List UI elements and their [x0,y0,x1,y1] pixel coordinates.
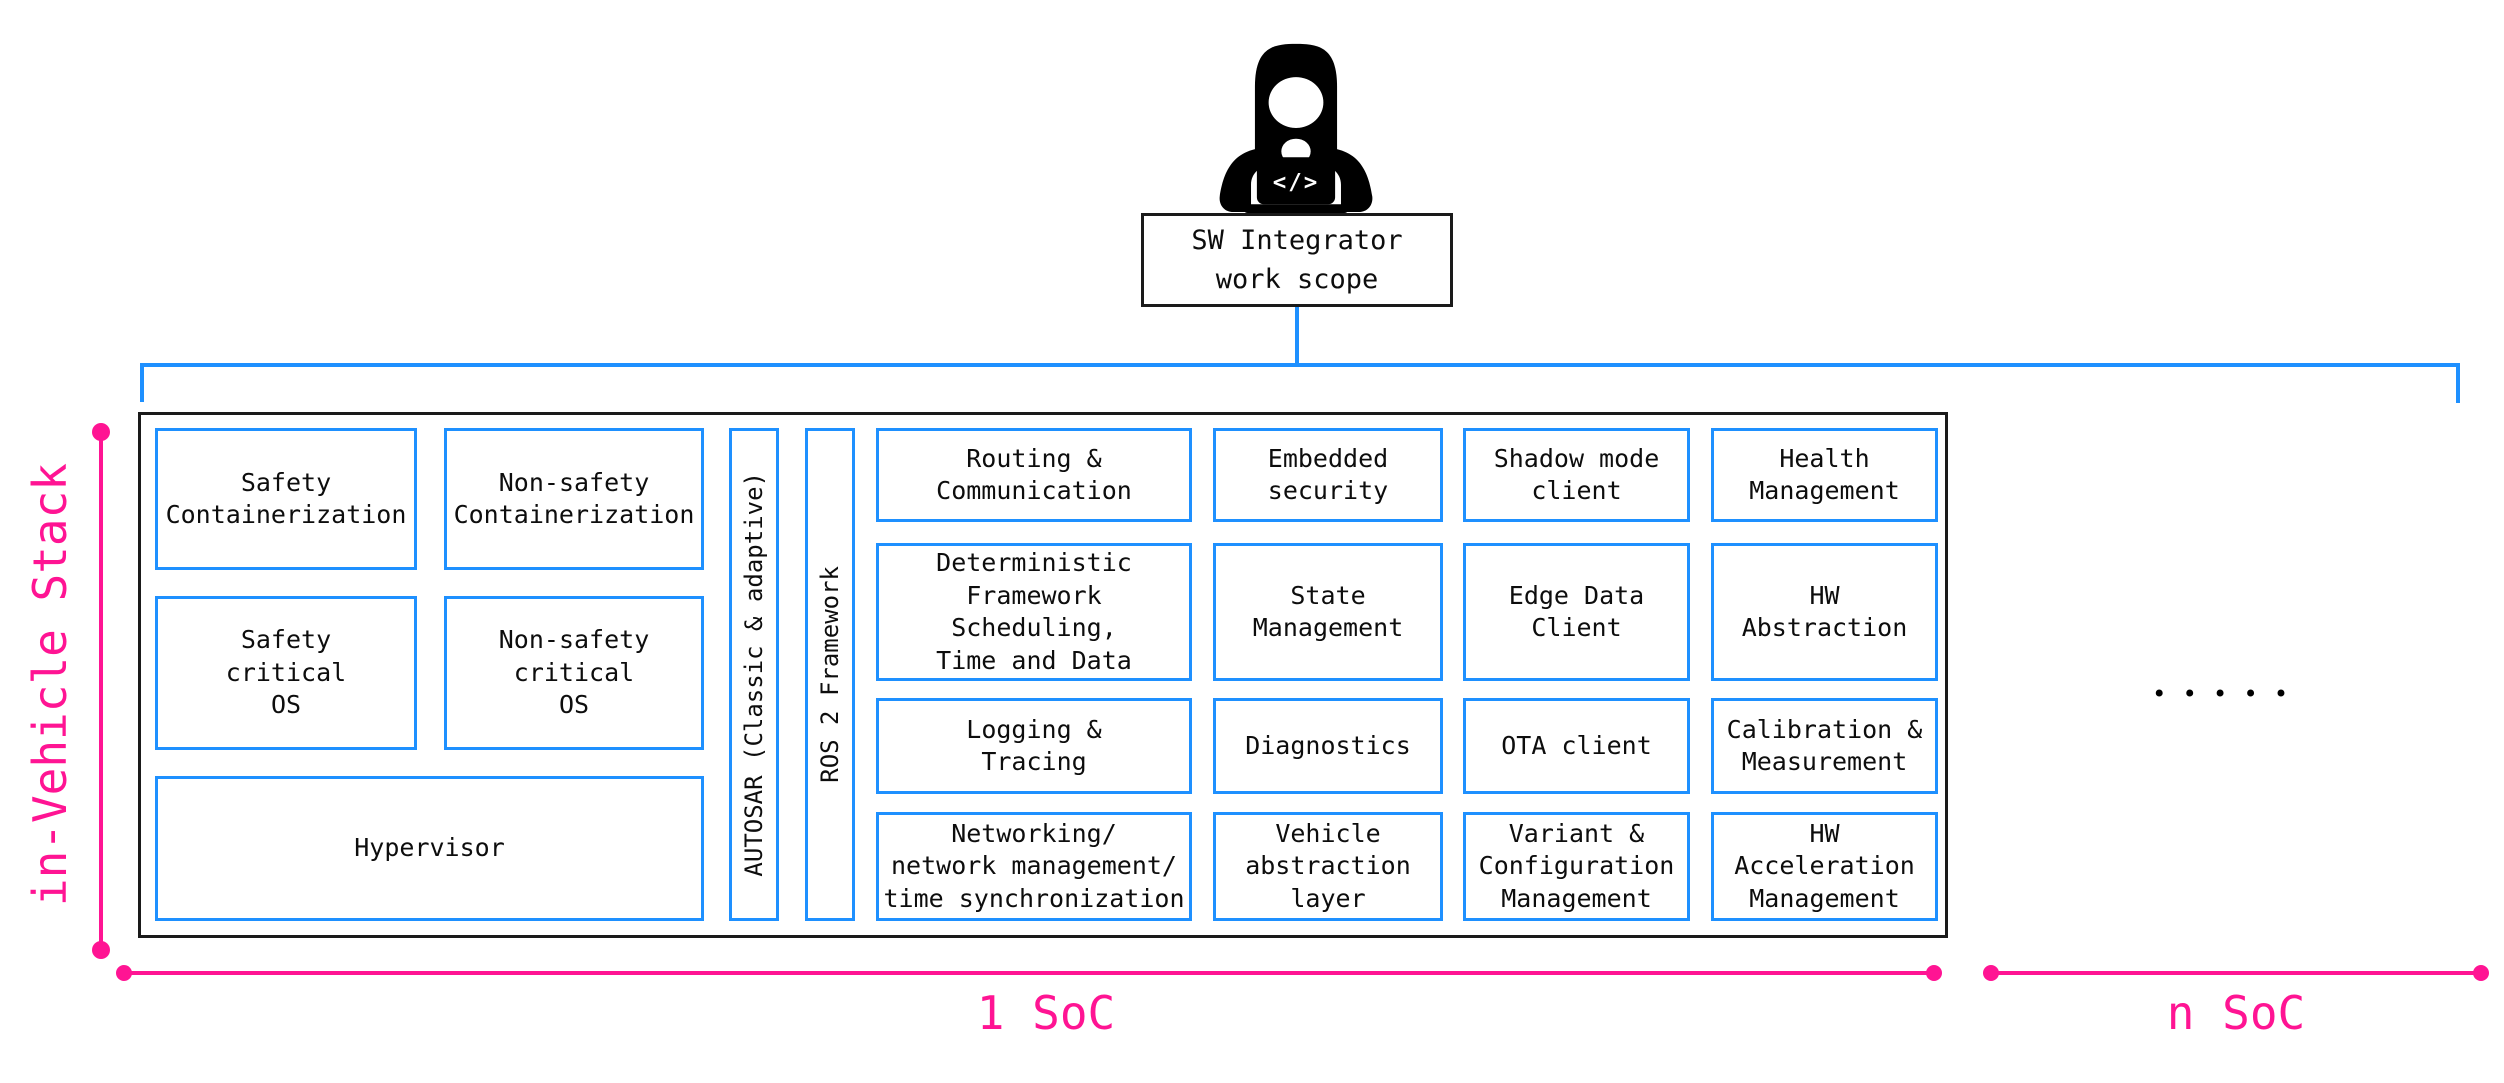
scope-connector-line [1295,307,1299,367]
block-hypervisor: Hypervisor [155,776,704,921]
developer-icon: </> [1219,43,1373,214]
block-health-management: Health Management [1711,428,1938,522]
block-non-safety-critical-os: Non-safety critical OS [444,596,704,750]
socn-dot-right [2473,965,2489,981]
block-hw-abstraction: HW Abstraction [1711,543,1938,681]
block-routing-communication: Routing & Communication [876,428,1192,522]
laptop-icon [1256,157,1336,205]
block-edge-data-client: Edge Data Client [1463,543,1690,681]
bar-autosar: AUTOSAR (Classic & adaptive) [729,428,779,921]
block-diagnostics: Diagnostics [1213,698,1443,794]
laptop-code-glyph: </> [1273,170,1319,196]
block-deterministic-framework: Deterministic Framework Scheduling, Time… [876,543,1192,681]
block-hw-acceleration-management: HW Acceleration Management [1711,812,1938,921]
in-vehicle-stack-label: in-Vehicle Stack [23,463,77,907]
stack-extent-dot-top [92,423,110,441]
sw-integrator-box: SW Integrator work scope [1141,213,1453,307]
soc1-dot-right [1926,965,1942,981]
scope-bracket-left-drop [140,363,144,402]
sw-integrator-label: SW Integrator work scope [1191,224,1403,295]
block-non-safety-containerization: Non-safety Containerization [444,428,704,570]
block-vehicle-abstraction-layer: Vehicle abstraction layer [1213,812,1443,921]
stack-extent-dot-bottom [92,941,110,959]
block-ota-client: OTA client [1463,698,1690,794]
socn-extent-line [1991,971,2481,975]
block-logging-tracing: Logging & Tracing [876,698,1192,794]
block-safety-critical-os: Safety critical OS [155,596,417,750]
block-calibration-measurement: Calibration & Measurement [1711,698,1938,794]
soc1-label: 1 SoC [976,986,1116,1040]
bar-ros2-framework: ROS 2 Framework [805,428,855,921]
laptop-base [1243,204,1349,214]
face-shape [1268,77,1324,128]
scope-bracket-right-drop [2456,363,2460,403]
block-state-management: State Management [1213,543,1443,681]
socn-dot-left [1983,965,1999,981]
continuation-dots: ••••• [2152,680,2305,708]
block-shadow-mode-client: Shadow mode client [1463,428,1690,522]
socn-label: n SoC [2166,986,2306,1040]
block-embedded-security: Embedded security [1213,428,1443,522]
block-networking: Networking/ network management/ time syn… [876,812,1192,921]
block-variant-configuration-management: Variant & Configuration Management [1463,812,1690,921]
block-safety-containerization: Safety Containerization [155,428,417,570]
stack-extent-line [99,432,103,950]
soc1-dot-left [116,965,132,981]
soc1-extent-line [123,971,1934,975]
scope-bracket-horizontal [140,363,2460,367]
